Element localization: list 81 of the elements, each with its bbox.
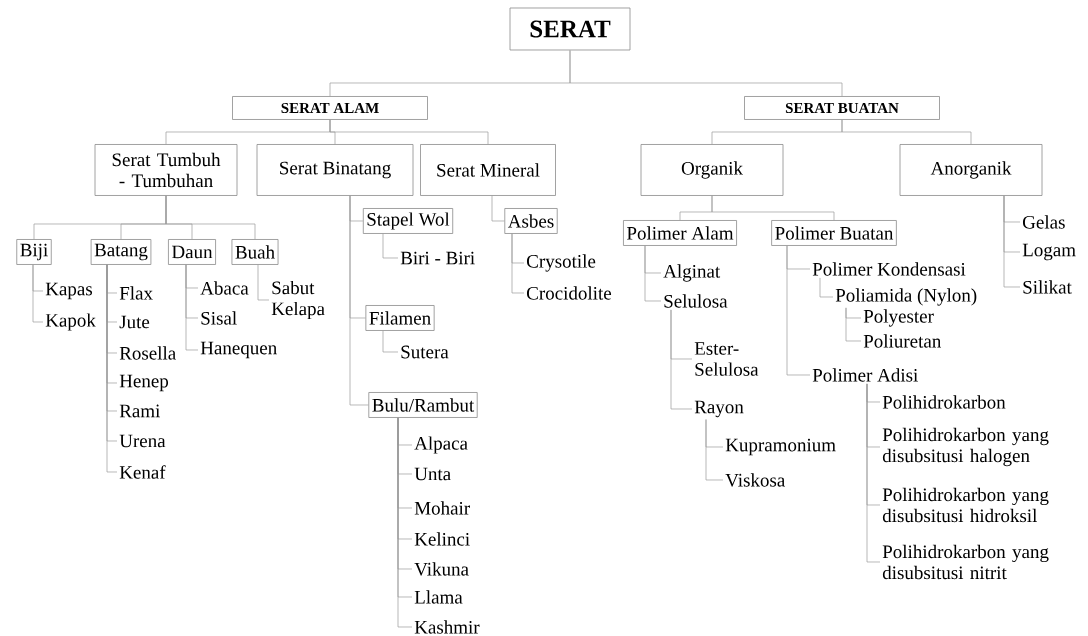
- item-label: Polihidrokarbon: [882, 395, 1006, 409]
- connector-line: [705, 419, 724, 481]
- title-box: SERAT: [509, 7, 631, 51]
- connector-line: [382, 330, 399, 353]
- category-box: Asbes: [504, 208, 558, 234]
- item-label: Urena: [119, 434, 166, 448]
- category-box: Serat Binatang: [256, 144, 414, 196]
- item-label: Silikat: [1023, 280, 1072, 294]
- connector-line: [670, 309, 693, 410]
- item-label: Viskosa: [725, 473, 785, 487]
- item-label: Polihidrokarbon yang disubsitusi halogen: [882, 427, 1049, 467]
- item-label: Polihidrokarbon yang disubsitusi hidroksil: [882, 487, 1049, 523]
- connector-line: [569, 50, 843, 97]
- item-label: Rayon: [694, 400, 744, 418]
- item-label: Llama: [414, 590, 463, 604]
- category-box: Polimer Alam: [623, 220, 737, 246]
- category-box: Daun: [168, 239, 216, 265]
- category-box: SERAT ALAM: [232, 96, 428, 120]
- item-label: Poliuretan: [863, 334, 941, 348]
- item-label: Kupramonium: [725, 438, 836, 456]
- category-box: Filamen: [365, 305, 435, 331]
- item-label: Abaca: [200, 281, 249, 295]
- connector-line: [257, 264, 270, 301]
- connector-line: [711, 195, 835, 221]
- connector-line: [644, 245, 662, 302]
- item-label: Sutera: [401, 345, 449, 359]
- item-label: Gelas: [1023, 215, 1065, 229]
- category-box: Biji: [16, 239, 52, 265]
- item-label: Kapas: [45, 282, 92, 300]
- connector-line: [491, 195, 505, 222]
- category-box: Anorganik: [899, 144, 1043, 196]
- connector-line: [866, 383, 881, 563]
- item-label: Kenaf: [119, 465, 166, 479]
- item-label: Jute: [119, 315, 150, 329]
- item-label: Unta: [414, 467, 451, 481]
- item-label: Kelinci: [414, 532, 470, 546]
- connector-line: [1003, 195, 1021, 288]
- item-label: Hanequen: [200, 341, 277, 359]
- connector-line: [511, 233, 525, 294]
- category-box: Serat Mineral: [420, 144, 556, 196]
- item-label: Sabut Kelapa: [271, 280, 325, 320]
- category-box: Bulu/Rambut: [368, 392, 478, 418]
- category-box: Organik: [640, 144, 784, 196]
- item-label: Crocidolite: [527, 286, 612, 300]
- item-label: Rosella: [119, 346, 176, 360]
- item-label: Henep: [119, 374, 169, 392]
- connector-line: [165, 195, 256, 240]
- connector-line: [185, 264, 199, 351]
- connector-line: [382, 233, 399, 259]
- category-box: SERAT BUATAN: [744, 96, 940, 120]
- category-box: Stapel Wol: [362, 208, 454, 234]
- item-label: Polyester: [863, 309, 934, 327]
- category-box: Batang: [90, 239, 152, 265]
- item-label: Alpaca: [414, 436, 468, 454]
- item-label: Ester- Selulosa: [694, 342, 759, 376]
- item-label: Flax: [119, 286, 153, 300]
- item-label: Kashmir: [414, 620, 480, 634]
- item-label: Poliamida (Nylon): [835, 288, 977, 306]
- category-box: Serat Tumbuh - Tumbuhan: [94, 144, 238, 196]
- connector-line: [349, 195, 369, 406]
- item-label: Polihidrokarbon yang disubsitusi nitrit: [882, 544, 1049, 580]
- category-box: Polimer Buatan: [771, 220, 897, 246]
- connector-line: [786, 245, 811, 376]
- connector-line: [32, 264, 44, 323]
- item-label: Vikuna: [414, 562, 469, 576]
- category-box: Buah: [231, 239, 279, 265]
- item-label: Kapok: [45, 313, 96, 331]
- item-label: Selulosa: [664, 294, 728, 308]
- connector-line: [819, 277, 834, 298]
- item-label: Biri - Biri: [400, 251, 475, 265]
- item-label: Polimer Adisi: [812, 368, 918, 382]
- item-label: Sisal: [201, 311, 237, 325]
- connector-line: [329, 119, 489, 145]
- item-label: Polimer Kondensasi: [812, 262, 966, 276]
- item-label: Crysotile: [527, 254, 596, 272]
- connector-line: [845, 307, 862, 342]
- item-label: Mohair: [414, 501, 470, 515]
- item-label: Rami: [119, 404, 160, 418]
- item-label: Logam: [1022, 243, 1076, 261]
- connector-line: [841, 119, 972, 145]
- item-label: Alginat: [663, 264, 721, 282]
